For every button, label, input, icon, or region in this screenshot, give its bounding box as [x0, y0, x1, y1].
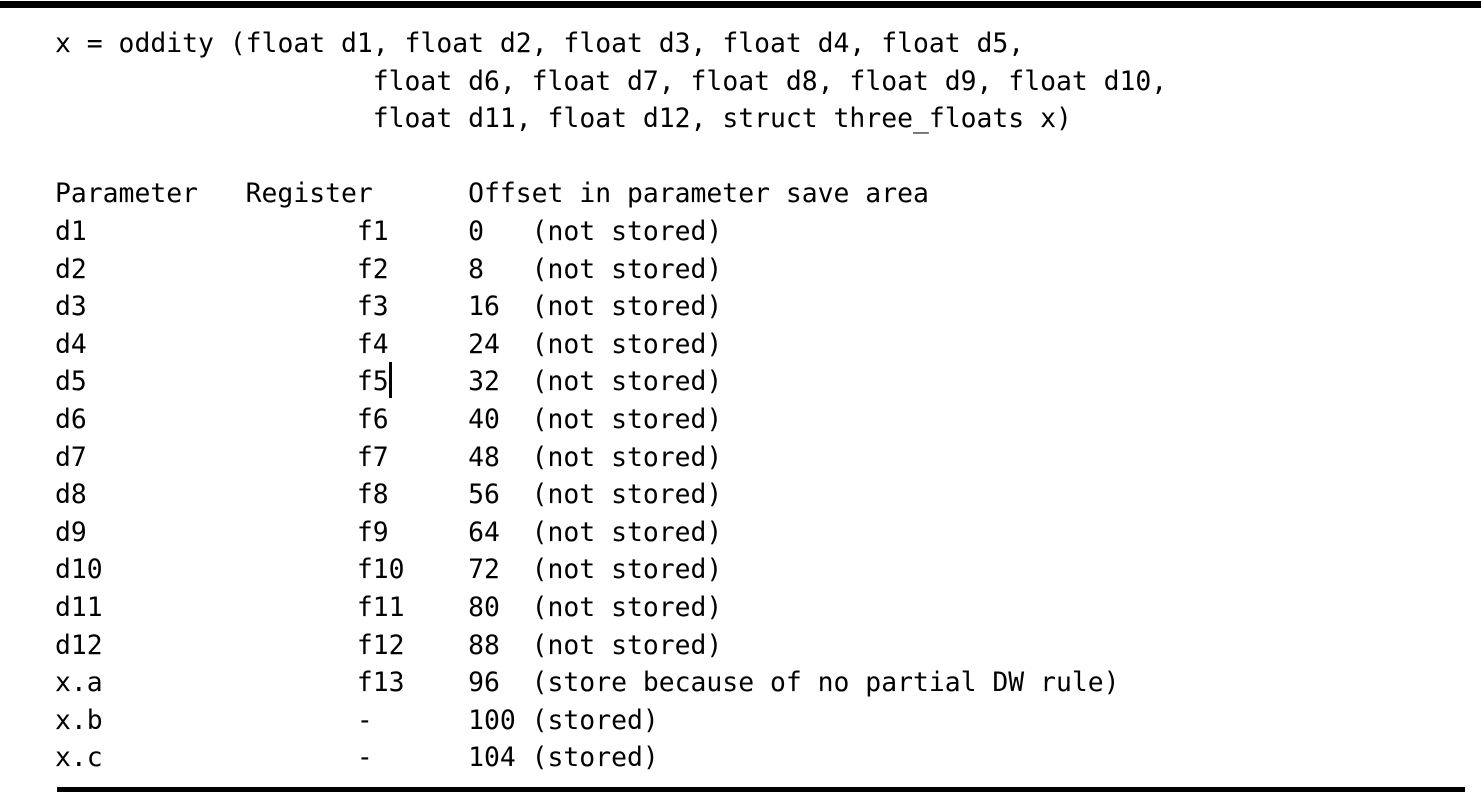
row-parameter: d8 — [55, 479, 87, 511]
row-parameter: d7 — [55, 441, 87, 473]
row-note: (store because of no partial DW rule) — [531, 667, 1120, 699]
table-row: d8 f8 56 (not stored) — [55, 476, 1167, 514]
row-offset: 80 — [468, 591, 500, 623]
table-row: x.c - 104 (stored) — [55, 739, 1167, 777]
table-row: d7 f7 48 (not stored) — [55, 439, 1167, 477]
row-offset: 24 — [468, 328, 500, 360]
code-text-area[interactable]: x = oddity (float d1, float d2, float d3… — [55, 25, 1167, 777]
top-rule — [0, 1, 1481, 8]
row-note: (not stored) — [531, 479, 723, 511]
row-offset: 0 — [468, 215, 484, 247]
table-header-row: Parameter Register Offset in parameter sav… — [55, 175, 1167, 213]
row-register: f10 — [356, 554, 405, 586]
row-offset: 48 — [468, 441, 500, 473]
row-parameter: x.a — [55, 667, 103, 699]
row-register: f9 — [356, 516, 389, 548]
table-row: d5 f5 32 (not stored) — [55, 362, 1167, 401]
table-row: d4 f4 24 (not stored) — [55, 326, 1167, 364]
row-parameter: d1 — [55, 215, 87, 247]
row-offset: 100 — [468, 704, 516, 736]
row-parameter: x.c — [55, 742, 103, 774]
row-register: f7 — [356, 441, 389, 473]
row-parameter: x.b — [55, 704, 103, 736]
row-note: (not stored) — [531, 554, 723, 586]
row-note: (not stored) — [531, 403, 723, 435]
row-parameter: d4 — [55, 328, 87, 360]
row-note: (not stored) — [531, 629, 723, 661]
table-row: d6 f6 40 (not stored) — [55, 401, 1167, 439]
row-note: (not stored) — [531, 215, 723, 247]
row-register: f4 — [356, 328, 389, 360]
row-note: (not stored) — [531, 291, 723, 323]
row-offset: 32 — [468, 366, 500, 398]
row-parameter: d6 — [55, 403, 87, 435]
row-offset: 40 — [468, 403, 500, 435]
row-note: (not stored) — [531, 441, 723, 473]
row-register: f6 — [356, 403, 389, 435]
column-header-parameter: Parameter — [55, 178, 198, 210]
function-signature-line-1: x = oddity (float d1, float d2, float d3… — [55, 28, 1025, 59]
row-register: f5 — [356, 362, 392, 399]
row-register: f8 — [356, 479, 389, 511]
row-parameter: d3 — [55, 291, 87, 323]
row-parameter: d12 — [55, 629, 103, 661]
row-note: (not stored) — [531, 253, 723, 285]
row-note: (not stored) — [531, 328, 723, 360]
row-offset: 64 — [468, 516, 500, 548]
row-parameter: d5 — [55, 366, 87, 398]
row-offset: 104 — [468, 742, 516, 774]
row-register: f2 — [356, 253, 389, 285]
row-parameter: d10 — [55, 554, 103, 586]
table-row: d11 f11 80 (not stored) — [55, 589, 1167, 627]
row-register: f11 — [356, 591, 405, 623]
row-offset: 8 — [468, 253, 484, 285]
function-signature-line-2: float d6, float d7, float d8, float d9, … — [55, 65, 1168, 97]
row-note: (not stored) — [531, 366, 723, 398]
row-offset: 56 — [468, 479, 500, 511]
table-row: d9 f9 64 (not stored) — [55, 514, 1167, 552]
row-register: f12 — [356, 629, 405, 661]
column-header-register: Register — [245, 178, 373, 210]
row-register: - — [356, 704, 373, 736]
table-row: x.b - 100 (stored) — [55, 702, 1167, 740]
row-register: f1 — [356, 215, 389, 247]
row-register: f3 — [356, 291, 389, 323]
table-row: d1 f1 0 (not stored) — [55, 213, 1167, 251]
row-parameter: d9 — [55, 516, 87, 548]
column-header-offset: Offset in parameter save area — [468, 178, 929, 210]
row-note: (stored) — [531, 742, 659, 774]
bottom-rule — [57, 787, 1465, 792]
table-row: d10 f10 72 (not stored) — [55, 551, 1167, 589]
row-note: (not stored) — [531, 516, 723, 548]
row-parameter: d2 — [55, 253, 87, 285]
row-note: (stored) — [531, 704, 659, 736]
row-note: (not stored) — [531, 591, 723, 623]
row-parameter: d11 — [55, 591, 103, 623]
row-offset: 88 — [468, 629, 500, 661]
function-signature-line-3: float d11, float d12, struct three_float… — [55, 103, 1072, 135]
table-row: x.a f13 96 (store because of no partial DW … — [55, 664, 1167, 702]
row-offset: 96 — [468, 667, 500, 699]
row-offset: 72 — [468, 554, 500, 586]
blank-line — [55, 138, 1167, 176]
table-row: d2 f2 8 (not stored) — [55, 251, 1167, 289]
table-row: d3 f3 16 (not stored) — [55, 288, 1167, 326]
table-row: d12 f12 88 (not stored) — [55, 627, 1167, 665]
row-register: f13 — [356, 667, 405, 699]
row-register: - — [356, 742, 373, 774]
row-offset: 16 — [468, 291, 500, 323]
